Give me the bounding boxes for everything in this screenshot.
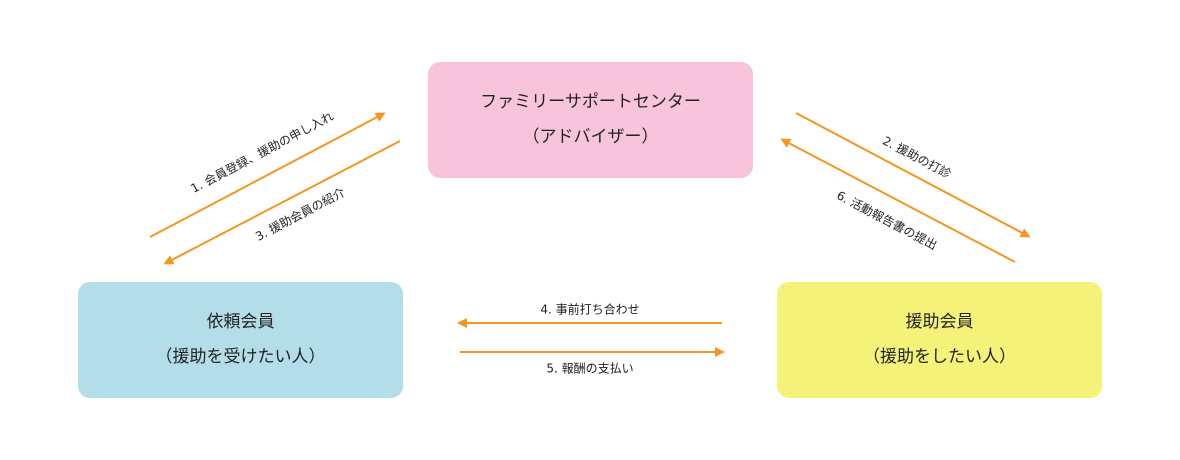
arrow-1-registration (149, 112, 386, 238)
requester-title: 依頼会員 (206, 312, 275, 332)
helper-subtitle: （援助をしたい人） (863, 347, 1016, 367)
requester-member-box: 依頼会員 （援助を受けたい人） (78, 282, 403, 398)
edge-label-4: 4. 事前打ち合わせ (540, 302, 640, 317)
family-support-center-box: ファミリーサポートセンター （アドバイザー） (428, 62, 753, 178)
edge-label-5: 5. 報酬の支払い (546, 361, 634, 376)
arrow-2-inquiry (795, 112, 1031, 238)
helper-title: 援助会員 (905, 312, 974, 332)
helper-member-box: 援助会員 （援助をしたい人） (777, 282, 1102, 398)
requester-subtitle: （援助を受けたい人） (155, 347, 326, 367)
arrow-3-introduce-helper (163, 140, 401, 265)
center-title: ファミリーサポートセンター (480, 92, 701, 112)
arrow-6-activity-report (780, 138, 1016, 263)
center-subtitle: （アドバイザー） (522, 127, 659, 147)
